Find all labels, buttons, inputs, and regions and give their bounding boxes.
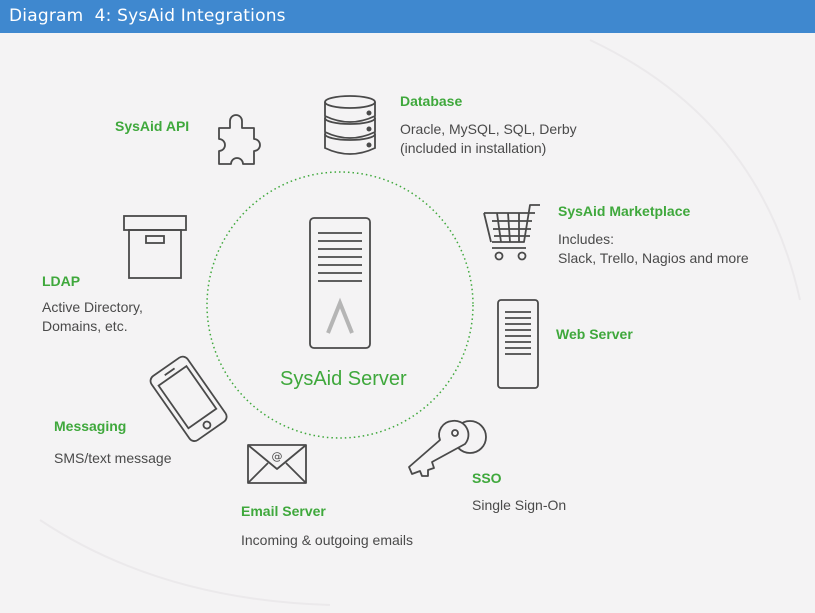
ldap-description: Active Directory, Domains, etc. <box>42 298 143 336</box>
database-line: (included in installation) <box>400 140 547 156</box>
ldap-line: Domains, etc. <box>42 318 128 334</box>
archive-box-icon <box>123 215 187 279</box>
header-banner: Diagram 4: SysAid Integrations <box>0 0 815 33</box>
integration-ring <box>206 171 474 439</box>
diagram-title: Diagram 4: SysAid Integrations <box>9 6 286 26</box>
marketplace-line: Includes: <box>558 231 615 247</box>
database-line: Oracle, MySQL, SQL, Derby <box>400 121 577 137</box>
email-line: Incoming & outgoing emails <box>241 532 413 548</box>
email-description: Incoming & outgoing emails <box>241 531 413 550</box>
ldap-title: LDAP <box>42 273 81 289</box>
database-description: Oracle, MySQL, SQL, Derby (included in i… <box>400 120 577 158</box>
marketplace-title: SysAid Marketplace <box>558 203 691 219</box>
server-rack-icon <box>497 299 539 389</box>
database-title: Database <box>400 93 463 109</box>
marketplace-description: Includes: Slack, Trello, Nagios and more <box>558 230 749 268</box>
puzzle-piece-icon <box>218 114 261 165</box>
keys-icon <box>408 419 487 477</box>
email-title: Email Server <box>241 503 326 519</box>
messaging-line: SMS/text message <box>54 450 172 466</box>
messaging-title: Messaging <box>54 418 127 434</box>
ldap-line: Active Directory, <box>42 299 143 315</box>
messaging-description: SMS/text message <box>54 449 172 468</box>
sso-title: SSO <box>472 470 502 486</box>
sso-description: Single Sign-On <box>472 496 566 515</box>
server-label: SysAid Server <box>280 368 407 390</box>
server-tower-icon <box>309 217 371 349</box>
sso-line: Single Sign-On <box>472 497 567 513</box>
shopping-cart-icon <box>483 204 540 261</box>
smartphone-icon <box>149 355 228 442</box>
database-icon <box>324 95 376 155</box>
marketplace-line: Slack, Trello, Nagios and more <box>558 250 749 266</box>
envelope-icon: @ <box>247 444 307 484</box>
webserver-title: Web Server <box>556 326 633 342</box>
api-title: SysAid API <box>115 118 190 134</box>
svg-text:@: @ <box>272 450 283 463</box>
